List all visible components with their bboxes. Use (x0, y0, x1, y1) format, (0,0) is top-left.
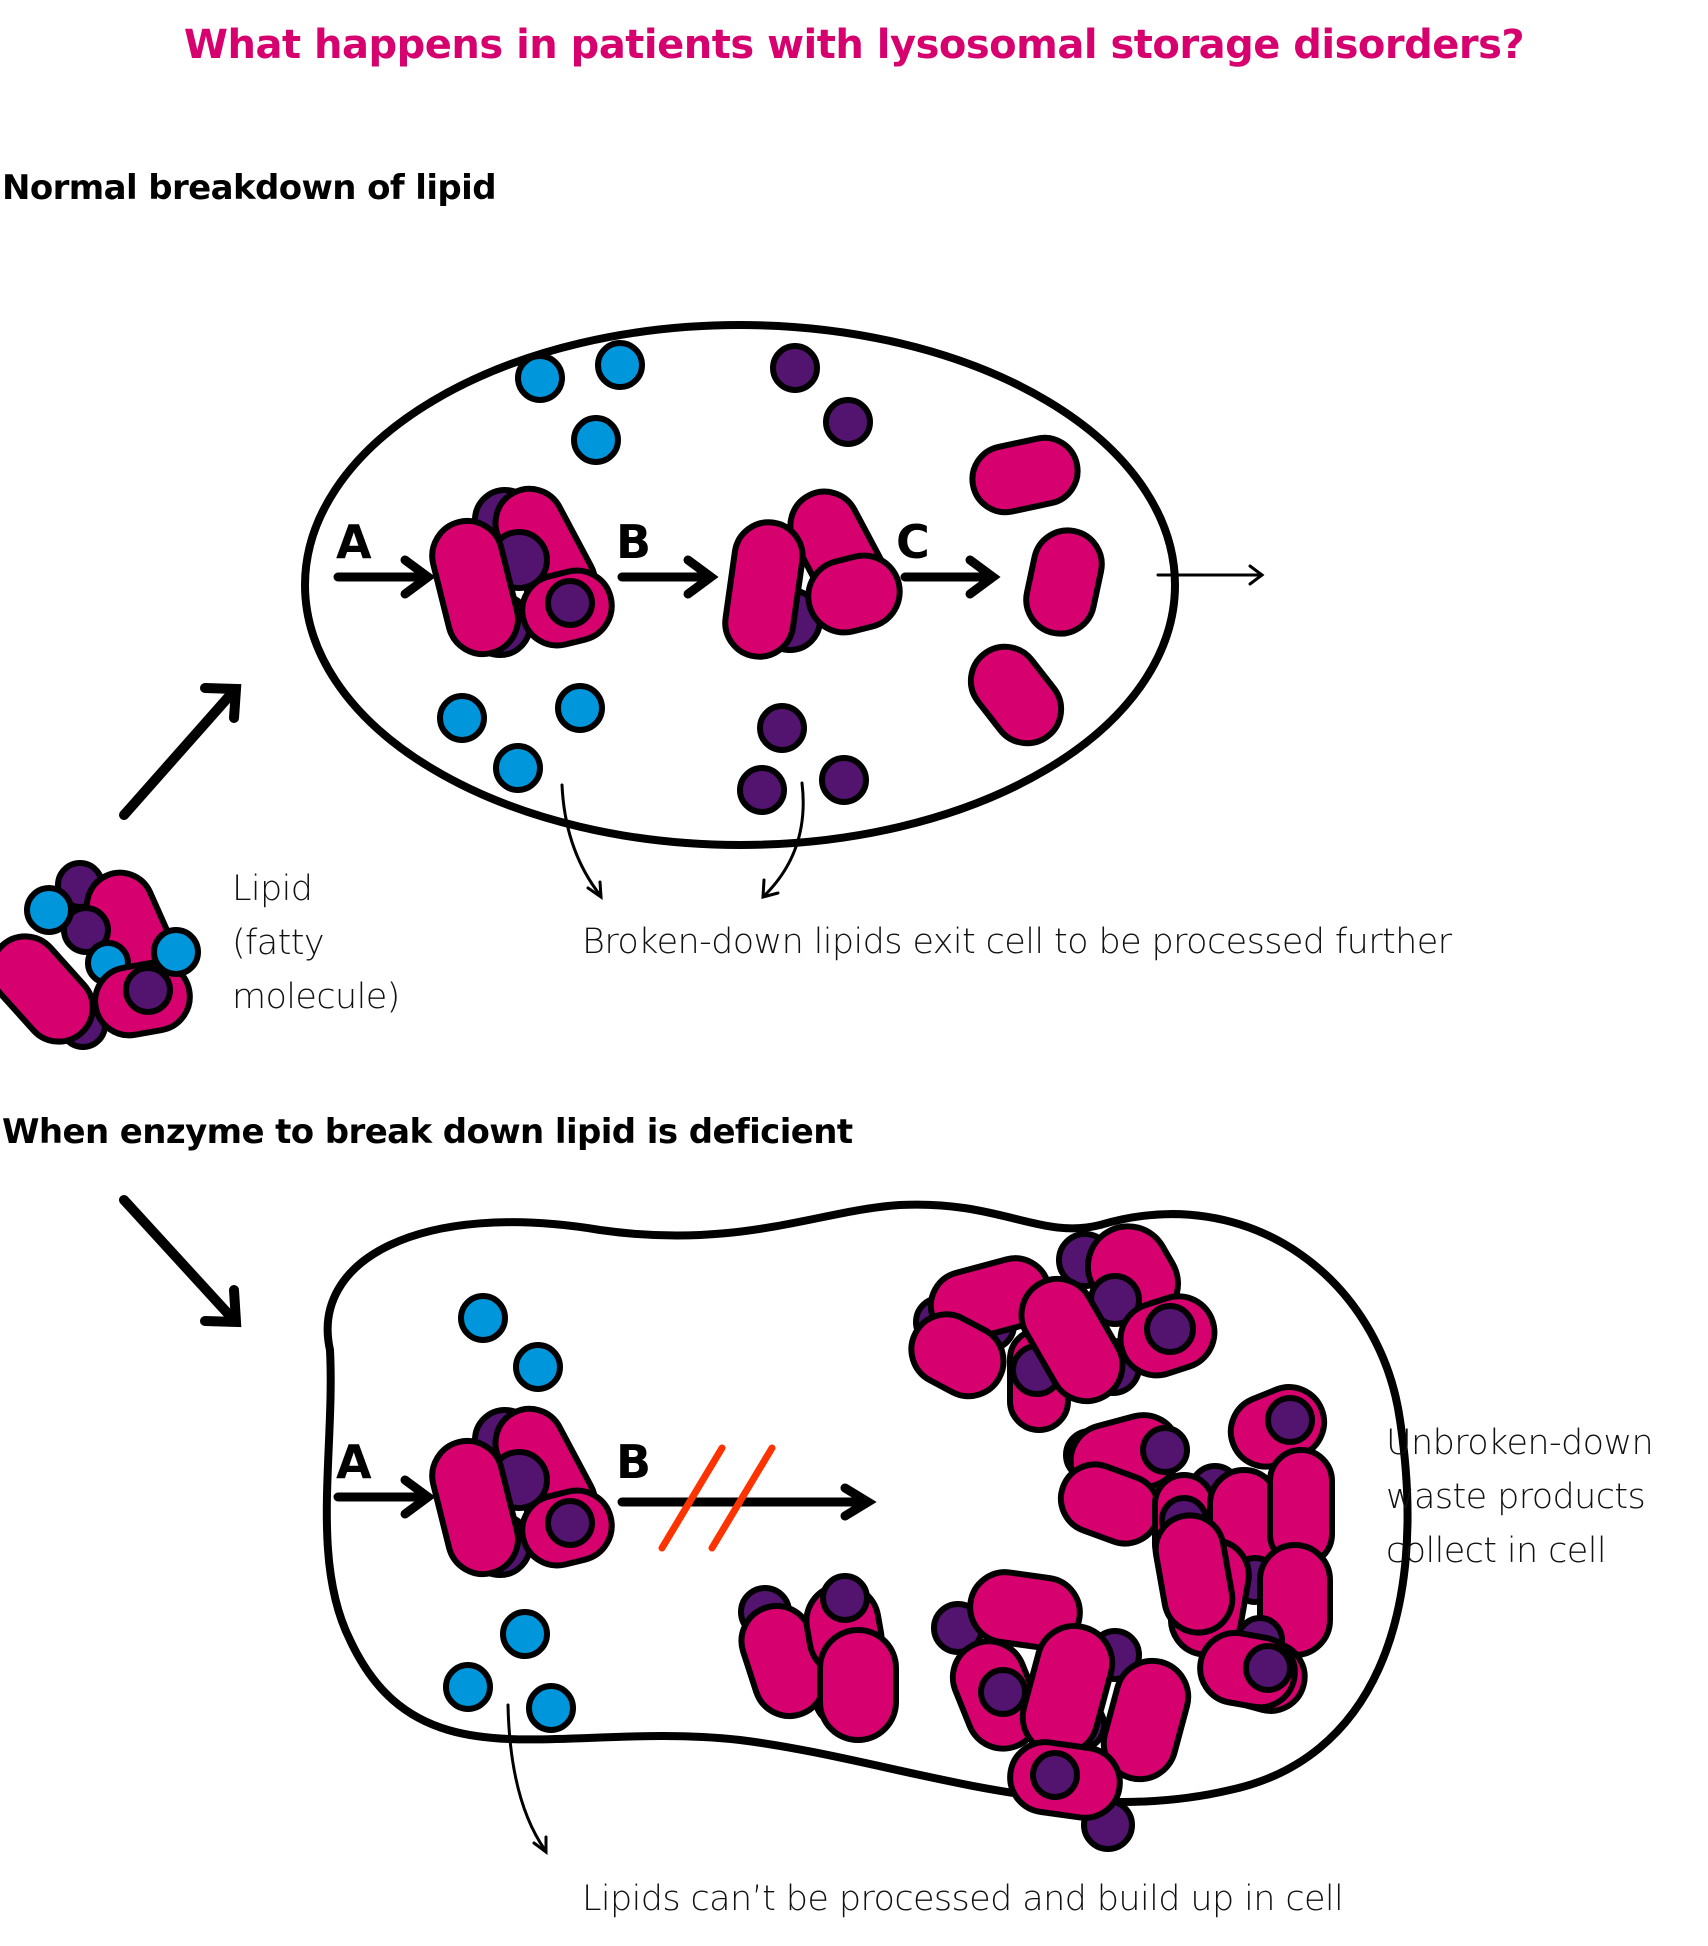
stuck-curve-arrow (506, 1703, 548, 1855)
waste-cluster-5 (931, 1569, 1192, 1852)
waste-caption: Unbroken-down waste products collect in … (1386, 1416, 1654, 1578)
blue-molecules-top (437, 340, 645, 793)
step-label-a-deficient: A (336, 1435, 372, 1489)
lipid-molecule-icon (0, 860, 201, 1050)
normal-caption: Broken-down lipids exit cell to be proce… (582, 922, 1452, 962)
step-arrow-b (617, 555, 719, 599)
lipid-cluster-stage-a (429, 485, 615, 658)
step-arrow-a (333, 555, 436, 599)
waste-cluster-6 (1140, 1425, 1298, 1711)
lipid-cluster-stage-b (722, 488, 903, 660)
cell-deficient (322, 1200, 1412, 1807)
step-label-b: B (616, 515, 651, 569)
step-arrow-a-deficient (333, 1475, 436, 1519)
cell-normal (301, 321, 1179, 849)
lipid-label-line-3: molecule) (232, 977, 400, 1017)
waste-caption-line-2: waste products (1386, 1477, 1646, 1517)
lipid-label-line-2: (fatty (232, 923, 325, 963)
section-heading-normal: Normal breakdown of lipid (2, 168, 497, 208)
deficient-caption: Lipids can’t be processed and build up i… (582, 1879, 1344, 1919)
arrow-to-deficient (119, 1195, 242, 1328)
purple-molecules-top (737, 343, 873, 815)
step-arrow-c (900, 555, 1001, 599)
section-heading-deficient: When enzyme to break down lipid is defic… (2, 1112, 853, 1152)
waste-caption-line-3: collect in cell (1386, 1531, 1607, 1571)
step-label-b-deficient: B (616, 1435, 651, 1489)
page-title: What happens in patients with lysosomal … (183, 22, 1525, 68)
broken-down-pills (967, 434, 1105, 747)
exit-curve-arrow-purple (761, 781, 805, 899)
exit-curve-arrow-blue (560, 783, 603, 901)
waste-cluster-1 (908, 1223, 1218, 1433)
arrow-to-normal (119, 683, 242, 820)
step-label-a: A (336, 515, 372, 569)
lipid-label: Lipid (fatty molecule) (232, 862, 400, 1024)
lipid-cluster-deficient (429, 1405, 615, 1578)
waste-caption-line-1: Unbroken-down (1386, 1423, 1654, 1463)
waste-cluster-4 (738, 1573, 899, 1743)
lipid-label-line-1: Lipid (232, 869, 313, 909)
exit-arrow (1156, 564, 1265, 586)
blue-molecules-bottom (443, 1293, 576, 1733)
step-label-c: C (896, 515, 930, 569)
block-mark-icon (658, 1444, 776, 1552)
